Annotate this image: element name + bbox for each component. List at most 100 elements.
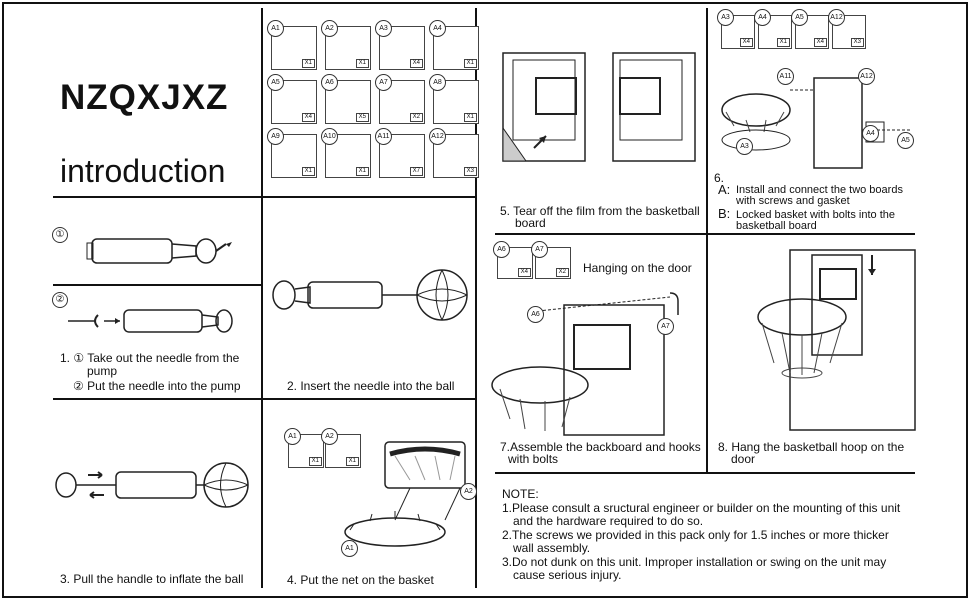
divider bbox=[475, 8, 477, 588]
step-6-b-key: B: bbox=[718, 206, 731, 221]
divider bbox=[706, 8, 708, 472]
part-id: A3 bbox=[375, 20, 392, 37]
pump-illustration bbox=[86, 238, 232, 264]
part-id: A3 bbox=[717, 9, 734, 26]
inflate-illustration bbox=[55, 462, 249, 508]
part-quantity: X4 bbox=[301, 113, 315, 122]
note-title: NOTE: bbox=[502, 487, 539, 501]
part-quantity: X1 bbox=[776, 38, 790, 47]
step-marker-2: ② bbox=[52, 292, 68, 308]
part-id: A5 bbox=[791, 9, 808, 26]
part-id: A10 bbox=[321, 128, 338, 145]
page-heading: introduction bbox=[60, 153, 226, 189]
note-line-6: cause serious injury. bbox=[513, 568, 622, 582]
part-quantity: X1 bbox=[308, 457, 322, 466]
part-quantity: X1 bbox=[463, 113, 477, 122]
part-quantity: X2 bbox=[409, 113, 423, 122]
step-1-text-line-2: pump bbox=[87, 364, 118, 378]
step-6-a-key: A: bbox=[718, 182, 731, 197]
part-quantity: X4 bbox=[517, 268, 531, 277]
part-quantity: X3 bbox=[850, 38, 864, 47]
step-8-text-line-2: door bbox=[731, 452, 756, 466]
part-box: X1 bbox=[271, 26, 317, 70]
part-quantity: X1 bbox=[345, 457, 359, 466]
part-box: X1 bbox=[433, 80, 479, 124]
note-block: NOTE: 1.Please consult a sructural engin… bbox=[502, 487, 901, 583]
part-quantity: X2 bbox=[555, 268, 569, 277]
needle-into-ball-illustration bbox=[272, 269, 468, 321]
note-line-1: 1.Please consult a sructural engineer or… bbox=[502, 500, 901, 515]
divider bbox=[53, 196, 475, 198]
step-2-text: 2. Insert the needle into the ball bbox=[287, 379, 455, 393]
step-6-number: 6. bbox=[714, 171, 725, 185]
needle-into-pump-illustration bbox=[68, 309, 233, 333]
callout-a2: A2 bbox=[460, 483, 477, 500]
part-id: A2 bbox=[321, 20, 338, 37]
part-id: A8 bbox=[429, 74, 446, 91]
callout-a7: A7 bbox=[657, 318, 674, 335]
step-1-text-line-3: ② Put the needle into the pump bbox=[73, 379, 241, 393]
part-id: A6 bbox=[493, 241, 510, 258]
callout-a5: A5 bbox=[897, 132, 914, 149]
step-5-text-line-2: board bbox=[515, 216, 546, 230]
divider bbox=[495, 233, 915, 235]
step-7-text-line-1: 7.Assemble the backboard and hooks bbox=[500, 440, 701, 454]
step-6-a-line-2: with screws and gasket bbox=[736, 195, 850, 207]
part-id: A12 bbox=[828, 9, 845, 26]
divider bbox=[261, 8, 263, 588]
part-id: A11 bbox=[375, 128, 392, 145]
part-id: A9 bbox=[267, 128, 284, 145]
part-quantity: X7 bbox=[409, 167, 423, 176]
step-6-b-line-2: basketball board bbox=[736, 220, 817, 232]
part-quantity: X4 bbox=[813, 38, 827, 47]
note-line-5: 3.Do not dunk on this unit. Improper ins… bbox=[502, 554, 887, 569]
note-line-3: 2.The screws we provided in this pack on… bbox=[502, 527, 889, 542]
callout-a1: A1 bbox=[341, 540, 358, 557]
part-box: X5 bbox=[325, 80, 371, 124]
callout-a11: A11 bbox=[777, 68, 794, 85]
part-id: A1 bbox=[267, 20, 284, 37]
part-id: A7 bbox=[531, 241, 548, 258]
callout-a4: A4 bbox=[862, 125, 879, 142]
callout-a6: A6 bbox=[527, 306, 544, 323]
part-id: A6 bbox=[321, 74, 338, 91]
divider bbox=[53, 284, 261, 286]
part-quantity: X1 bbox=[301, 167, 315, 176]
step-7-text-line-2: with bolts bbox=[508, 452, 559, 466]
part-id: A2 bbox=[321, 428, 338, 445]
note-line-4: wall assembly. bbox=[513, 541, 591, 555]
assembly-illustration bbox=[721, 77, 912, 169]
step-3-text: 3. Pull the handle to inflate the ball bbox=[60, 572, 244, 586]
backboard-film-illustration bbox=[502, 52, 696, 162]
step-6-b-line-1: Locked basket with bolts into the bbox=[736, 209, 895, 221]
part-box: X4 bbox=[721, 15, 755, 49]
note-line-2: and the hardware required to do so. bbox=[513, 514, 704, 528]
divider bbox=[53, 398, 475, 400]
hanging-label: Hanging on the door bbox=[583, 261, 692, 275]
part-box: X1 bbox=[325, 434, 361, 468]
callout-a12: A12 bbox=[858, 68, 875, 85]
part-id: A7 bbox=[375, 74, 392, 91]
part-quantity: X4 bbox=[739, 38, 753, 47]
brand-name: NZQXJXZ bbox=[60, 78, 229, 117]
step-8-text-line-1: 8. Hang the basketball hoop on the bbox=[718, 440, 905, 454]
part-id: A4 bbox=[429, 20, 446, 37]
part-id: A5 bbox=[267, 74, 284, 91]
part-quantity: X1 bbox=[355, 59, 369, 68]
part-id: A12 bbox=[429, 128, 446, 145]
part-quantity: X4 bbox=[409, 59, 423, 68]
part-quantity: X1 bbox=[355, 167, 369, 176]
net-on-basket-illustration bbox=[344, 441, 466, 547]
step-marker-1: ① bbox=[52, 227, 68, 243]
part-id: A1 bbox=[284, 428, 301, 445]
hang-on-door-illustration bbox=[757, 249, 916, 431]
divider bbox=[495, 472, 915, 474]
part-quantity: X1 bbox=[463, 59, 477, 68]
step-5-text-line-1: 5. Tear off the film from the basketball bbox=[500, 204, 700, 218]
step-4-text: 4. Put the net on the basket bbox=[287, 573, 434, 587]
part-box: X1 bbox=[288, 434, 324, 468]
part-quantity: X3 bbox=[463, 167, 477, 176]
step-1-text-line-1: 1. ① Take out the needle from the bbox=[60, 351, 240, 365]
part-id: A4 bbox=[754, 9, 771, 26]
backboard-hooks-illustration bbox=[491, 292, 679, 436]
